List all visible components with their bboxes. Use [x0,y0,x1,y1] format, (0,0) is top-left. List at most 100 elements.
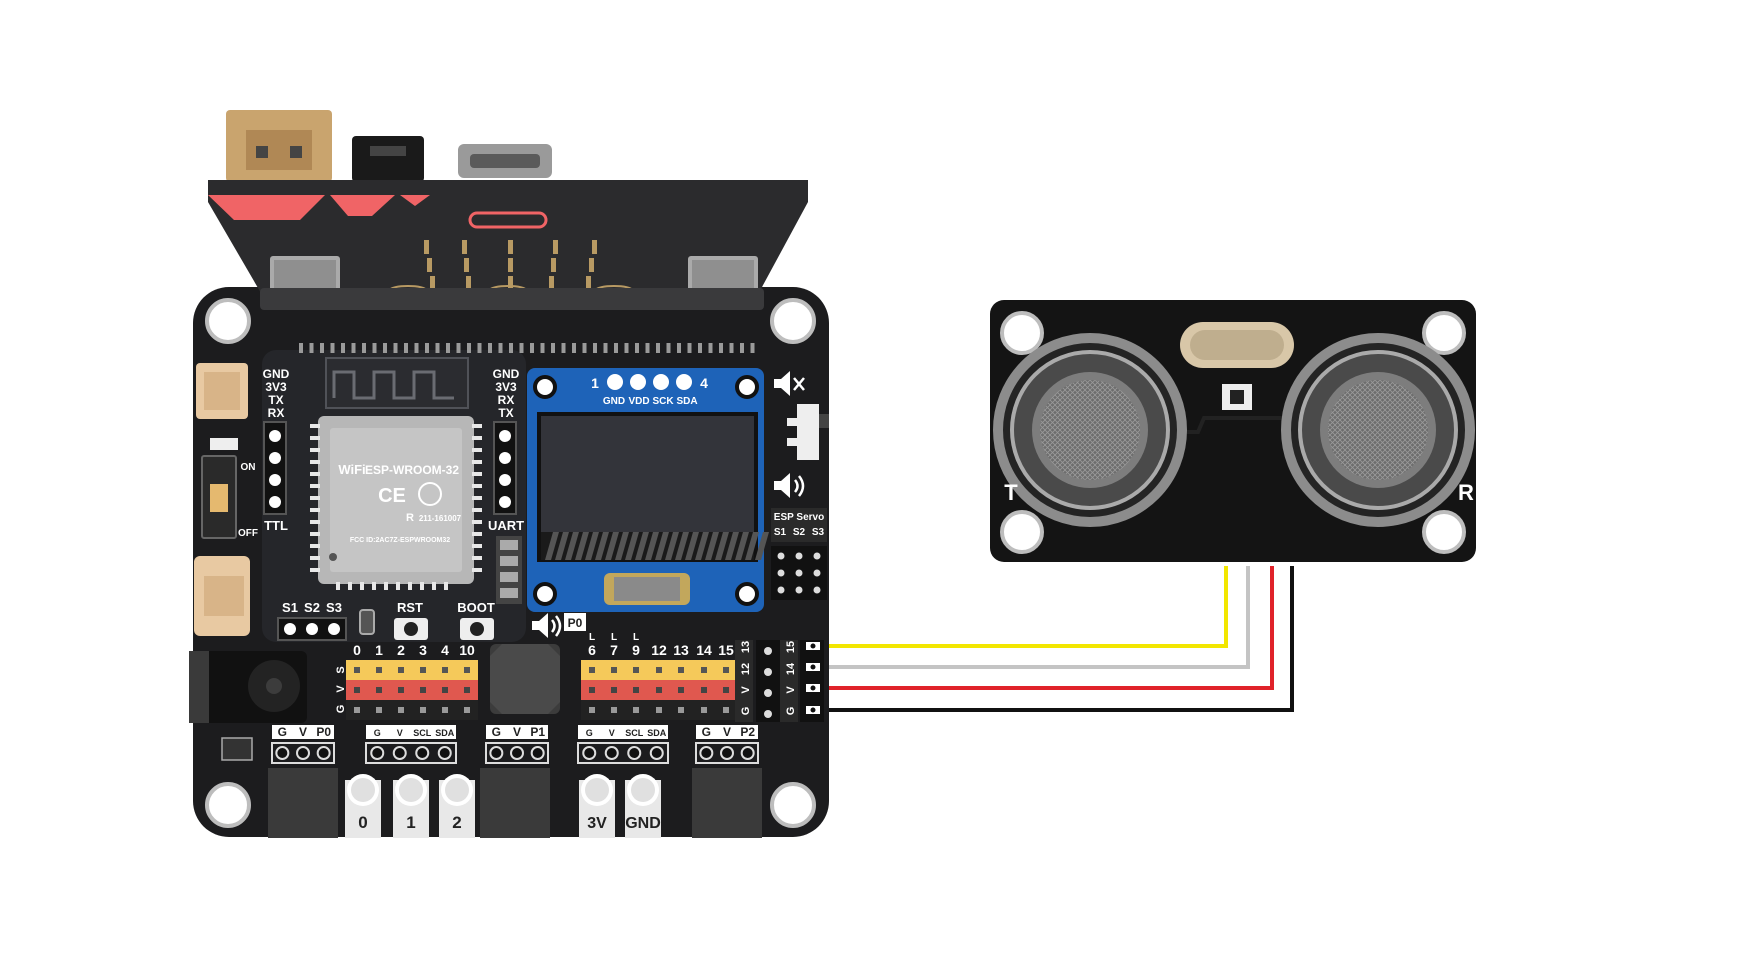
jst-connector [196,363,248,419]
pin-label: 12 [651,642,667,658]
ttl-header [263,421,287,515]
edge-pad-label: 3V [587,815,607,832]
connector-label: G [278,725,287,739]
esp32-module: WiFi ESP-WROOM-32 CE R 211-161007 FCC ID… [318,416,474,584]
pin-label: G [785,707,797,716]
pin-label: 2 [397,642,405,658]
r-code: 211-161007 [419,514,462,523]
header-col-15: 15 14V G [780,640,824,722]
pin-label: V [740,686,752,694]
dc-jack [189,651,307,723]
connector-label: V [397,728,403,738]
connector-label: V [299,725,307,739]
ultrasonic-sensor: T R [990,300,1476,562]
edge-connector-slot [260,288,764,310]
svg-text:S2: S2 [793,527,806,538]
boot-button[interactable] [460,618,494,640]
r-mark: R [406,512,414,524]
connector-label: V [609,728,615,738]
pin-label: L [611,632,617,643]
fcc-id: FCC ID:2AC7Z-ESPWROOM32 [350,537,450,544]
svg-text:3V3: 3V3 [495,380,517,394]
oled-pin-sck: SCK [652,396,674,407]
wire-black [737,566,1294,712]
esp32-pins [310,424,482,590]
pin-label: 3 [419,642,427,658]
wire-red [737,566,1274,690]
pin-label: 13 [673,642,689,658]
sensor-holes [1000,311,1466,554]
pin-label: 1 [375,642,383,658]
off-label: OFF [238,528,258,539]
svg-text:GND: GND [263,367,290,381]
battery-connector [226,110,332,182]
pin-label: 12 [740,663,752,675]
pin-label: 14 [785,662,797,675]
gpio-header-right [581,660,737,720]
connector-label: SDA [435,728,455,738]
svg-text:TX: TX [498,406,513,420]
svg-text:S1: S1 [774,527,787,538]
esp32-antenna [325,357,469,409]
connector-label: V [513,725,521,739]
ttl-label: TTL [264,518,288,533]
oled-pin-4-label: 4 [700,375,708,391]
svg-text:RX: RX [268,406,285,420]
wires [737,566,1294,712]
pin-label: V [785,686,797,694]
uart-connector [496,536,522,604]
mounting-holes [205,298,816,828]
boot-label: BOOT [457,600,495,615]
transmitter [993,333,1187,527]
pin-label: 0 [353,642,361,658]
pin-label: G [740,707,752,716]
svg-text:S1: S1 [282,600,298,615]
rst-label: RST [397,600,423,615]
connector-label: P1 [530,725,545,739]
accent-stripe [208,195,325,220]
pin-label: S [335,666,347,673]
pin-label: 15 [785,641,797,653]
microbit-logo [468,211,548,229]
ce-mark: CE [378,485,406,507]
pin-label: V [335,685,347,693]
svg-text:TX: TX [268,393,283,407]
ttl-labels: GND 3V3 TX RX [263,367,290,420]
svg-text:S3: S3 [326,600,342,615]
esp-servo-header [771,546,827,600]
oled-pin-1-label: 1 [591,375,599,391]
svg-text:RX: RX [498,393,515,407]
oled-display: 1 4 GND VDD SCK SDA [527,368,769,612]
edge-pad-label: GND [625,815,661,832]
uart-header [493,421,517,515]
receiver [1281,333,1475,527]
receiver-label: R [1458,480,1474,505]
svg-text:3V3: 3V3 [265,380,287,394]
led-matrix [424,240,597,290]
edge-pad-label: 1 [406,813,415,832]
oled-pin-gnd: GND [603,396,625,407]
connector-label: P0 [316,725,331,739]
transmitter-label: T [1004,480,1018,505]
speaker-sound-icon [774,473,805,498]
wire-gray [737,566,1250,669]
svg-text:S3: S3 [812,527,825,538]
servo-s-labels: S1 S2 S3 [282,600,342,615]
esp-servo-label: ESP Servo [774,512,824,523]
pin-label: 10 [459,642,475,658]
svg-text:GND: GND [493,367,520,381]
oled-pin-sda: SDA [676,396,697,407]
pin-label: 7 [610,642,618,658]
rst-button[interactable] [394,618,428,640]
edge-pad-label: 2 [452,813,461,832]
pin-label: L [633,632,639,643]
module-name: ESP-WROOM-32 [365,463,459,477]
servo-s-header [277,617,347,641]
volume-switch[interactable] [787,404,829,460]
oled-ribbon [541,532,769,560]
pin-label: L [589,632,595,643]
